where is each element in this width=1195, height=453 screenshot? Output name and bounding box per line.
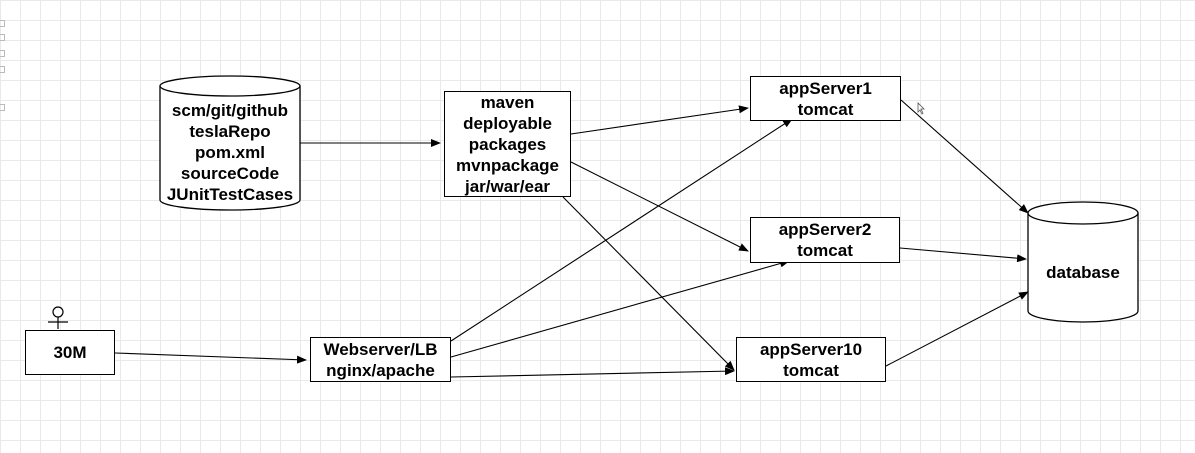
source-repo-cylinder[interactable] — [159, 75, 301, 211]
webserver-lb-box[interactable]: Webserver/LB nginx/apache — [310, 337, 451, 382]
appserver10-name: appServer10 — [759, 339, 863, 359]
appserver2-runtime: tomcat — [797, 241, 853, 260]
maven-build-box[interactable]: maven deployable packages mvnpackage jar… — [444, 91, 571, 197]
appserver1-name: appServer1 — [779, 78, 872, 98]
edge-maven-to-appserver10 — [562, 196, 735, 371]
database-cylinder[interactable] — [1027, 201, 1139, 323]
database-label: database — [1046, 262, 1120, 282]
maven-box-line: jar/war/ear — [464, 176, 551, 196]
appserver2-name: appServer2 — [778, 220, 872, 239]
user-actor-icon — [48, 306, 68, 329]
appserver1-box[interactable]: appServer1 tomcat — [750, 76, 901, 121]
source-repo-line: sourceCode — [180, 163, 280, 183]
edge-appserver10-to-database — [885, 291, 1029, 367]
mouse-cursor-icon — [917, 102, 925, 115]
edge-appserver1-to-database — [900, 99, 1029, 214]
users-count: 30M — [53, 343, 87, 362]
maven-box-line: deployable — [463, 113, 552, 133]
appserver10-box[interactable]: appServer10 tomcat — [736, 337, 886, 382]
edge-webserver-to-appserver1 — [450, 118, 793, 342]
source-repo-line: scm/git/github — [171, 100, 289, 120]
source-repo-line: JUnitTestCases — [166, 184, 294, 204]
appserver10-runtime: tomcat — [783, 360, 839, 380]
users-box[interactable]: 30M — [25, 330, 115, 375]
appserver1-runtime: tomcat — [797, 99, 854, 119]
edge-appserver2-to-database — [899, 247, 1027, 263]
edge-webserver-to-appserver2 — [450, 259, 790, 358]
webserver-line: nginx/apache — [326, 360, 435, 380]
maven-box-line: mvnpackage — [456, 155, 559, 175]
edge-maven-to-appserver2 — [570, 161, 749, 252]
webserver-line: Webserver/LB — [323, 339, 438, 359]
source-repo-line: teslaRepo — [189, 121, 271, 141]
edge-webserver-to-appserver10 — [450, 367, 735, 378]
source-repo-label: scm/git/github teslaRepo pom.xml sourceC… — [160, 96, 300, 208]
appserver2-box[interactable]: appServer2 tomcat — [750, 217, 900, 263]
maven-box-line: packages — [468, 134, 547, 154]
source-repo-line: pom.xml — [195, 142, 265, 162]
left-edge-marks — [0, 0, 6, 130]
edge-users-to-webserver — [114, 352, 307, 364]
maven-box-line: maven — [480, 92, 535, 112]
edge-maven-to-appserver1 — [570, 105, 749, 135]
